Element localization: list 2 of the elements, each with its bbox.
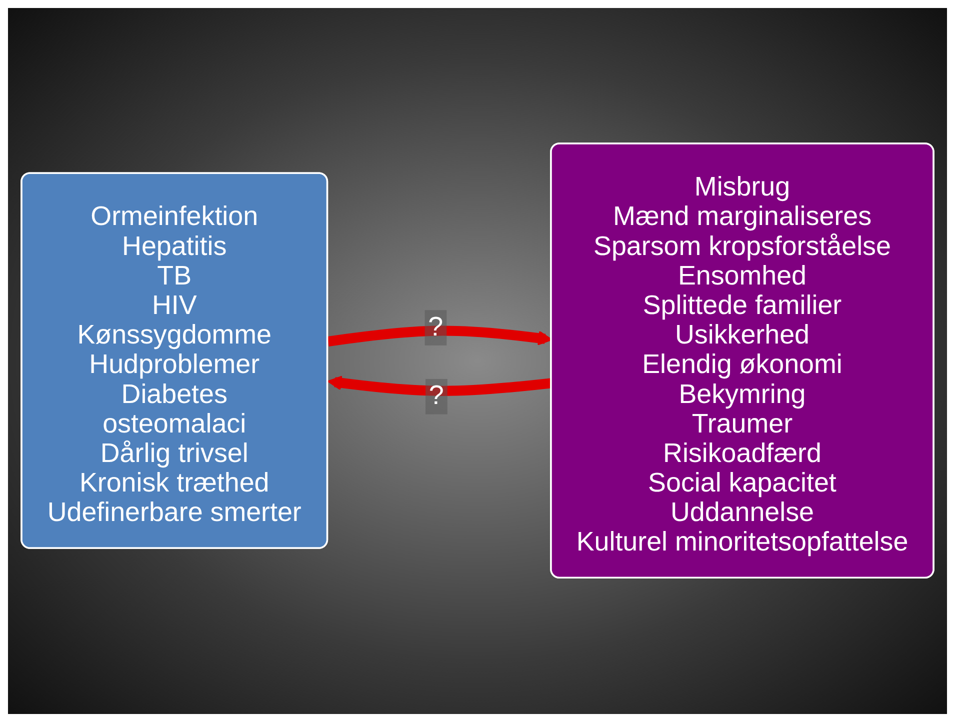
edge-label: ?	[428, 380, 444, 411]
edge-label: ?	[428, 312, 444, 342]
